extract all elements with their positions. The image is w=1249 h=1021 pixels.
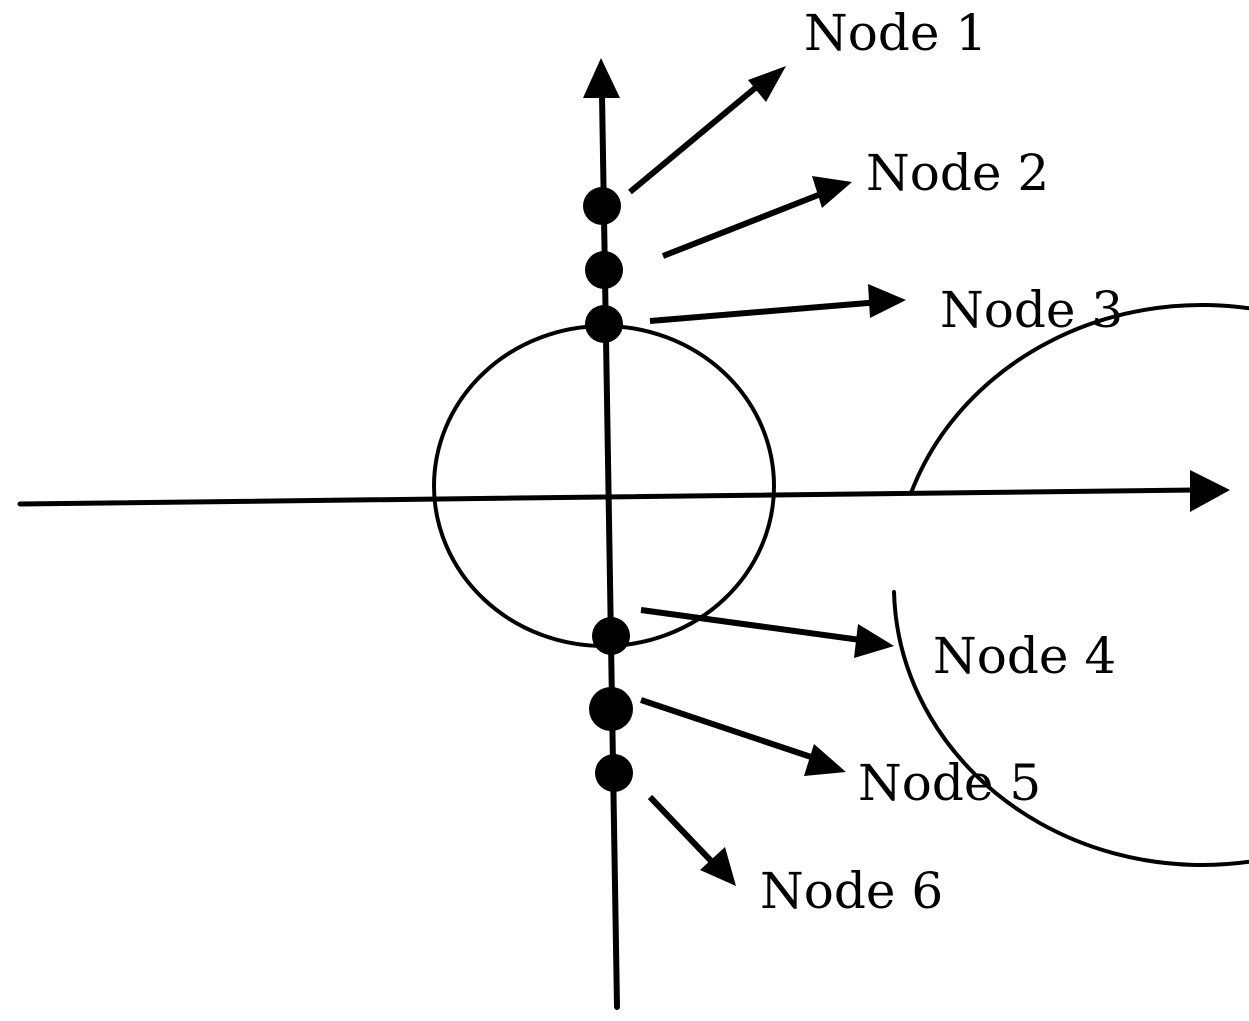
node-1-dot [583, 187, 621, 225]
node-3-pointer-arrow [649, 299, 881, 324]
node-3-pointer-arrowhead [868, 284, 906, 318]
node-4-dot [592, 617, 630, 655]
node-6-label: Node 6 [760, 862, 943, 920]
node-3-dot [585, 305, 623, 343]
node-5-pointer-arrow [640, 697, 821, 763]
node-5-dot [589, 687, 633, 731]
node-3-label: Node 3 [940, 281, 1123, 339]
node-5-label: Node 5 [858, 754, 1041, 812]
node-2-dot [585, 251, 623, 289]
node-1-pointer-arrow [628, 81, 762, 195]
outer-ring [892, 302, 1249, 867]
vertical-axis [599, 92, 620, 1010]
horizontal-axis-arrowhead [1190, 470, 1230, 512]
node-1-pointer-arrowhead [748, 66, 786, 102]
node-6-pointer-arrow [647, 794, 717, 867]
node-4-label: Node 4 [933, 627, 1116, 685]
node-1-label: Node 1 [804, 4, 987, 62]
vertical-axis-arrowhead [583, 58, 620, 98]
node-2-pointer-arrowhead [812, 176, 852, 208]
node-6-pointer-arrowhead [700, 847, 736, 886]
node-5-pointer-arrowhead [804, 744, 846, 776]
node-4-pointer-arrowhead [854, 624, 894, 658]
node-2-pointer-arrow [661, 189, 828, 259]
node-6-dot [595, 754, 633, 792]
node-2-label: Node 2 [866, 144, 1049, 202]
node-4-pointer-arrow [640, 607, 869, 644]
